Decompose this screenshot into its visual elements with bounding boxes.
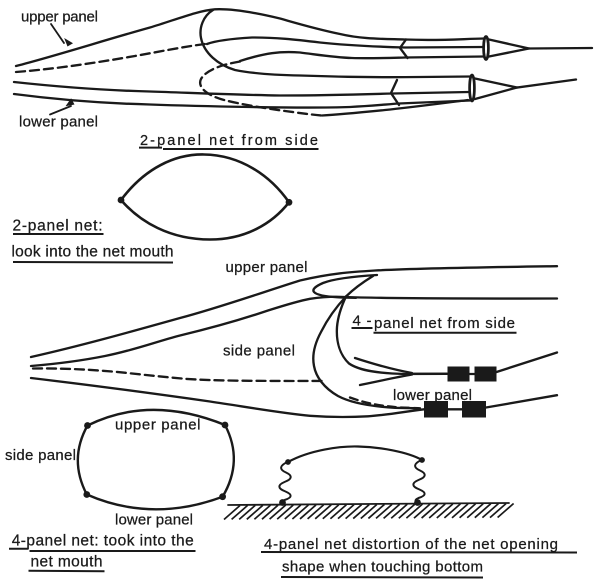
svg-text:side panel: side panel	[223, 342, 295, 359]
svg-text:4-panel net distortion of the: 4-panel net distortion of the net openin…	[264, 536, 558, 553]
svg-text:look into the net mouth: look into the net mouth	[12, 243, 174, 260]
svg-text:upper panel: upper panel	[21, 8, 98, 25]
svg-text:lower panel: lower panel	[393, 387, 472, 404]
svg-text:4-panel net: took into the: 4-panel net: took into the	[12, 533, 194, 550]
svg-text:panel net from side: panel net from side	[374, 315, 515, 332]
svg-text:net mouth: net mouth	[31, 553, 103, 570]
svg-text:lower panel: lower panel	[115, 512, 193, 529]
svg-text:2-panel net from side: 2-panel net from side	[140, 133, 318, 149]
svg-text:upper panel: upper panel	[226, 259, 308, 276]
svg-text:2-panel net:: 2-panel net:	[13, 217, 103, 234]
svg-text:lower panel: lower panel	[19, 113, 98, 130]
svg-text:shape when touching bottom: shape when touching bottom	[282, 559, 483, 576]
svg-text:side panel: side panel	[5, 447, 76, 464]
svg-text:upper panel: upper panel	[115, 416, 201, 433]
